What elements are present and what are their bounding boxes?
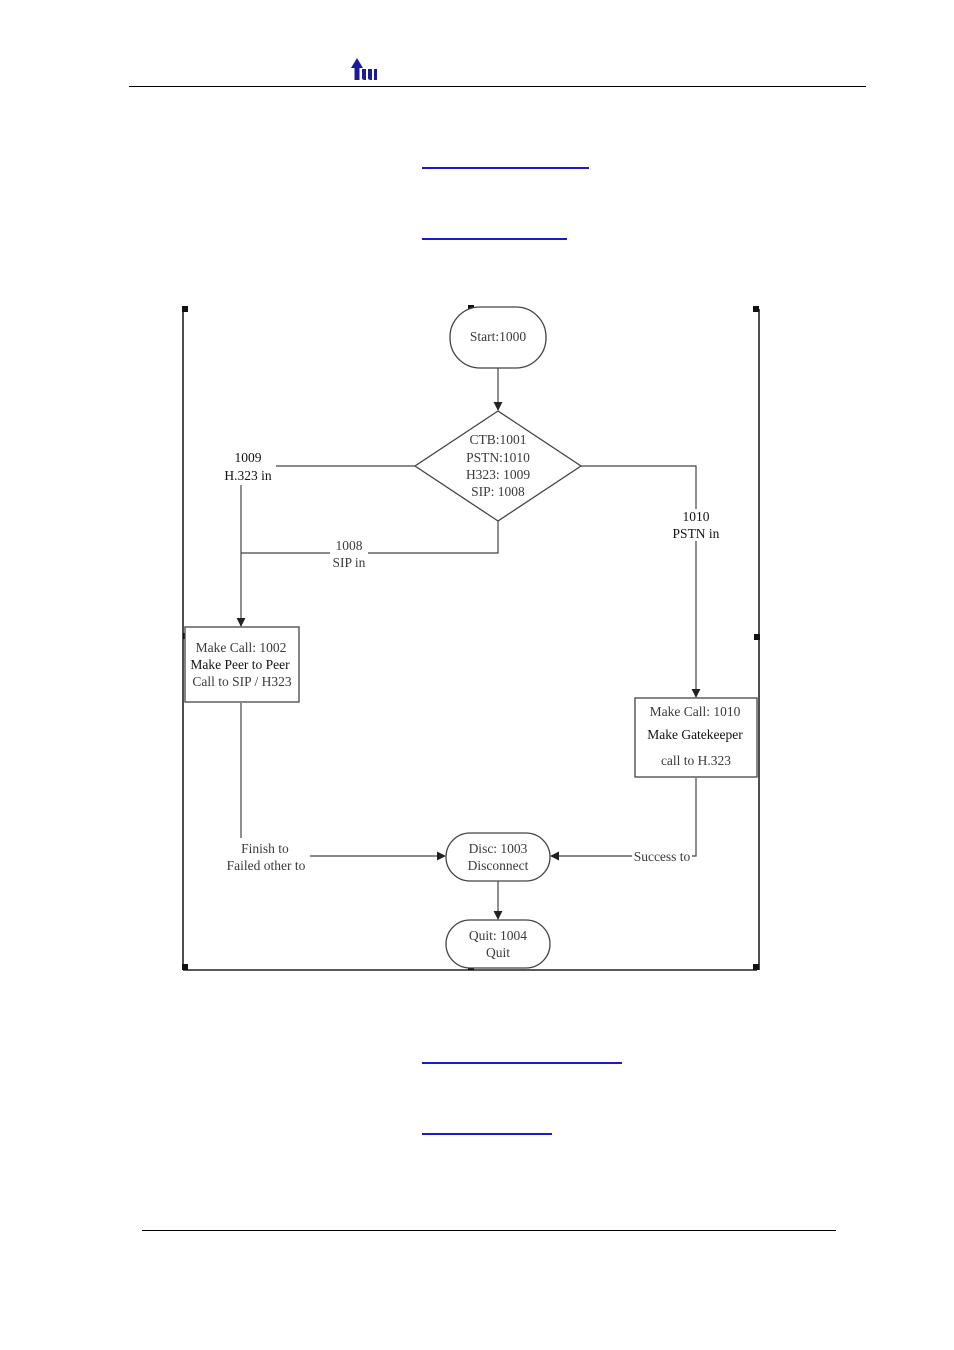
footer-rule: [142, 1230, 836, 1231]
success-label: Success to: [632, 847, 692, 865]
connectors: [236, 368, 701, 920]
fail-label: Finish to Failed other to: [227, 841, 306, 873]
link-1[interactable]: [422, 167, 589, 169]
branch-h323-code: 1009: [235, 450, 262, 465]
branch-sip-code: 1008: [336, 538, 363, 553]
link-3[interactable]: [422, 1062, 622, 1064]
decision-line-1: CTB:1001: [469, 432, 526, 447]
decision-line-2: PSTN:1010: [466, 450, 530, 465]
company-logo-icon: [351, 58, 377, 80]
decision-line-4: SIP: 1008: [471, 484, 525, 499]
edge-decision-sip: [368, 521, 499, 554]
branch-h323-label: 1009 H.323 in: [224, 450, 272, 483]
branch-sip-text: SIP in: [333, 555, 366, 570]
gk-box-line-2: Make Gatekeeper: [647, 727, 743, 742]
gk-box-line-3: call to H.323: [661, 753, 731, 768]
peer-box-line-1: Make Call: 1002: [196, 640, 287, 655]
edge-right-box-down: [692, 778, 697, 857]
header-rule: [129, 86, 866, 87]
quit-line-2: Quit: [486, 945, 510, 960]
disc-line-1: Disc: 1003: [469, 841, 528, 856]
make-call-peer-box: Make Call: 1002 Make Peer to Peer Call t…: [184, 626, 300, 703]
peer-box-line-2: Make Peer to Peer: [190, 657, 290, 672]
quit-line-1: Quit: 1004: [469, 928, 527, 943]
link-4[interactable]: [422, 1133, 552, 1135]
success-text: Success to: [634, 849, 691, 864]
gk-box-line-1: Make Call: 1010: [650, 704, 741, 719]
quit-node: Quit: 1004 Quit: [445, 919, 551, 969]
decision-node: CTB:1001 PSTN:1010 H323: 1009 SIP: 1008: [413, 410, 583, 522]
branch-pstn-label: 1010 PSTN in: [673, 509, 720, 541]
branch-pstn-text: PSTN in: [673, 526, 720, 541]
start-label: Start:1000: [470, 329, 526, 344]
branch-pstn-code: 1010: [683, 509, 710, 524]
branch-sip-label: 1008 SIP in: [333, 538, 366, 570]
fail-line-1: Finish to: [241, 841, 289, 856]
disc-line-2: Disconnect: [468, 858, 529, 873]
start-node: Start:1000: [449, 306, 547, 369]
edge-decision-pstn: [581, 465, 697, 509]
branch-h323-text: H.323 in: [224, 468, 272, 483]
peer-box-line-3: Call to SIP / H323: [192, 674, 292, 689]
link-2[interactable]: [422, 238, 567, 240]
fail-line-2: Failed other to: [227, 858, 306, 873]
decision-line-3: H323: 1009: [466, 467, 530, 482]
make-call-gatekeeper-box: Make Call: 1010 Make Gatekeeper call to …: [634, 697, 758, 778]
disconnect-node: Disc: 1003 Disconnect: [445, 832, 551, 882]
